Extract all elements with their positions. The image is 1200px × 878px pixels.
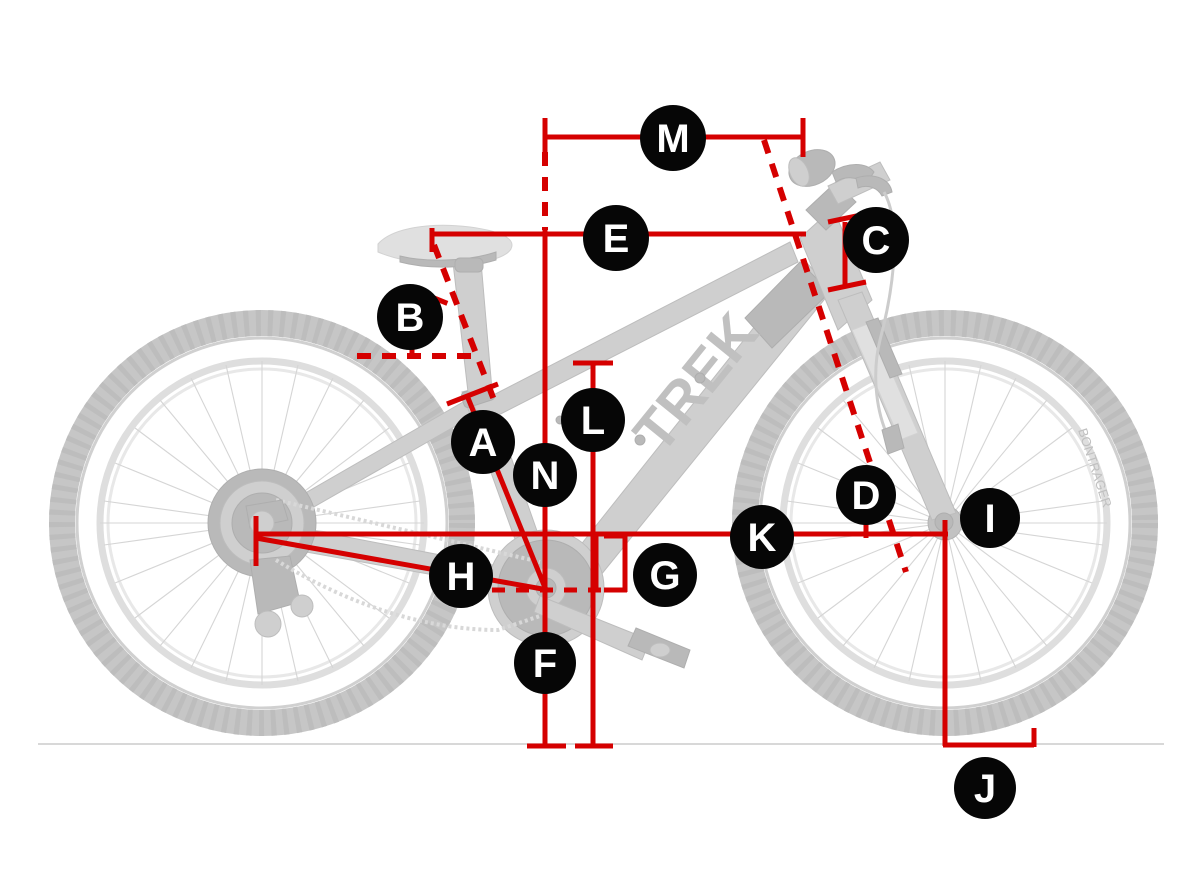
dim-K-wheelbase xyxy=(253,516,948,566)
marker-D[interactable]: D xyxy=(836,465,896,525)
marker-K-label: K xyxy=(748,516,777,560)
marker-H-label: H xyxy=(447,555,476,599)
marker-E[interactable]: E xyxy=(583,205,649,271)
marker-K-circle[interactable] xyxy=(730,505,794,569)
marker-B[interactable]: B xyxy=(377,284,443,350)
marker-C[interactable]: C xyxy=(843,207,909,273)
marker-M-circle[interactable] xyxy=(640,105,706,171)
marker-N-circle[interactable] xyxy=(513,443,577,507)
marker-N-label: N xyxy=(531,454,560,498)
marker-I[interactable]: I xyxy=(960,488,1020,548)
marker-G-circle[interactable] xyxy=(633,543,697,607)
dim-H-chainstay xyxy=(255,535,549,593)
marker-F-circle[interactable] xyxy=(514,632,576,694)
marker-I-circle[interactable] xyxy=(960,488,1020,548)
dim-G-bb-drop xyxy=(593,533,628,593)
marker-E-label: E xyxy=(603,217,630,261)
marker-G[interactable]: G xyxy=(633,543,697,607)
marker-F-label: F xyxy=(533,642,557,686)
marker-N[interactable]: N xyxy=(513,443,577,507)
marker-K[interactable]: K xyxy=(730,505,794,569)
marker-D-label: D xyxy=(852,474,881,518)
dim-J-trail xyxy=(943,728,1037,748)
marker-M[interactable]: M xyxy=(640,105,706,171)
marker-G-label: G xyxy=(649,554,680,598)
marker-B-label: B xyxy=(396,296,425,340)
marker-M-label: M xyxy=(656,117,689,161)
marker-D-circle[interactable] xyxy=(836,465,896,525)
marker-L-circle[interactable] xyxy=(561,388,625,452)
marker-J[interactable]: J xyxy=(954,757,1016,819)
dim-F-bb-height xyxy=(492,587,608,749)
marker-A-circle[interactable] xyxy=(451,410,515,474)
marker-A[interactable]: A xyxy=(451,410,515,474)
bike-frame: TREK xyxy=(255,207,873,619)
marker-F[interactable]: F xyxy=(514,632,576,694)
marker-J-label: J xyxy=(974,767,996,811)
marker-A-label: A xyxy=(469,421,498,465)
marker-E-circle[interactable] xyxy=(583,205,649,271)
marker-C-label: C xyxy=(862,219,891,263)
marker-L-label: L xyxy=(581,399,605,443)
marker-J-circle[interactable] xyxy=(954,757,1016,819)
marker-H[interactable]: H xyxy=(429,544,493,608)
marker-badges: A B C D E F xyxy=(377,105,1020,819)
marker-I-label: I xyxy=(984,497,995,541)
marker-H-circle[interactable] xyxy=(429,544,493,608)
marker-B-circle[interactable] xyxy=(377,284,443,350)
marker-L[interactable]: L xyxy=(561,388,625,452)
marker-C-circle[interactable] xyxy=(843,207,909,273)
handlebar-assembly xyxy=(788,149,905,455)
